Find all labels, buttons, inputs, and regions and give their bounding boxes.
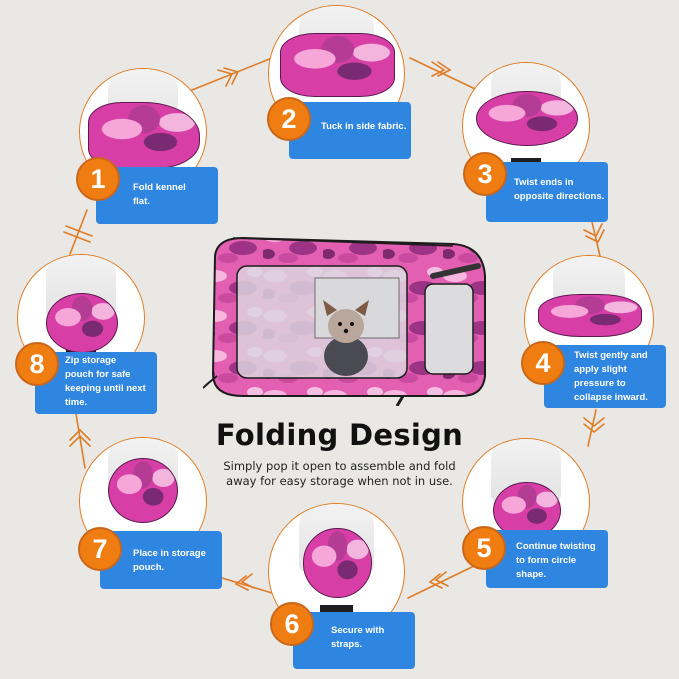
step-4-instruction-box: Twist gently and apply slight pressure t… xyxy=(544,345,666,408)
step-5-text-line-3: shape. xyxy=(516,569,547,580)
step-7-text-line-1: Place in storage xyxy=(133,548,206,559)
kennel-product-image xyxy=(203,236,486,406)
step-4-text-line-1: Twist gently and xyxy=(574,350,648,361)
step-4-text-line-4: collapse inward. xyxy=(574,392,648,403)
step-7-number-badge: 7 xyxy=(78,527,122,571)
page-subtitle: Simply pop it open to assemble and fold … xyxy=(0,459,679,489)
step-7-text-line-2: pouch. xyxy=(133,562,165,573)
step-6-number-badge: 6 xyxy=(270,602,314,646)
double-chevron-icon xyxy=(217,67,240,87)
step-2-photo xyxy=(268,5,405,142)
step-5-text-line-1: Continue twisting xyxy=(516,541,596,552)
step-4-number-badge: 4 xyxy=(521,341,565,385)
step-8-text-line-3: keeping until next xyxy=(65,383,146,394)
step-8-text-line-1: Zip storage xyxy=(65,355,117,366)
step-4-text-line-2: apply slight xyxy=(574,364,627,375)
step-3-text-line-2: opposite directions. xyxy=(514,191,605,202)
dog-icon xyxy=(323,300,369,376)
step-2-number-badge: 2 xyxy=(267,97,311,141)
step-5-instruction-box: Continue twisting to form circle shape. xyxy=(486,530,608,588)
step-3-number-badge: 3 xyxy=(463,152,507,196)
step-5-number-badge: 5 xyxy=(462,526,506,570)
step-8-text-line-2: pouch for safe xyxy=(65,369,131,380)
subtitle-line-1: Simply pop it open to assemble and fold xyxy=(223,459,456,473)
step-2-text-line-1: Tuck in side fabric. xyxy=(321,121,407,132)
step-1-text-line-1: Fold kennel xyxy=(133,182,186,193)
step-3-text-line-1: Twist ends in xyxy=(514,177,574,188)
step-5-text-line-2: to form circle xyxy=(516,555,577,566)
step-6-text-line-1: Secure with xyxy=(331,625,385,636)
step-8-number-badge: 8 xyxy=(15,342,59,386)
step-6-photo xyxy=(268,503,405,640)
step-4-text-line-3: pressure to xyxy=(574,378,626,389)
page-title: Folding Design xyxy=(215,418,464,452)
subtitle-line-2: away for easy storage when not in use. xyxy=(226,474,453,488)
step-6-text-line-2: straps. xyxy=(331,639,363,650)
step-1-number-badge: 1 xyxy=(76,157,120,201)
step-8-text-line-4: time. xyxy=(65,397,88,408)
step-1-text-line-2: flat. xyxy=(133,196,150,207)
